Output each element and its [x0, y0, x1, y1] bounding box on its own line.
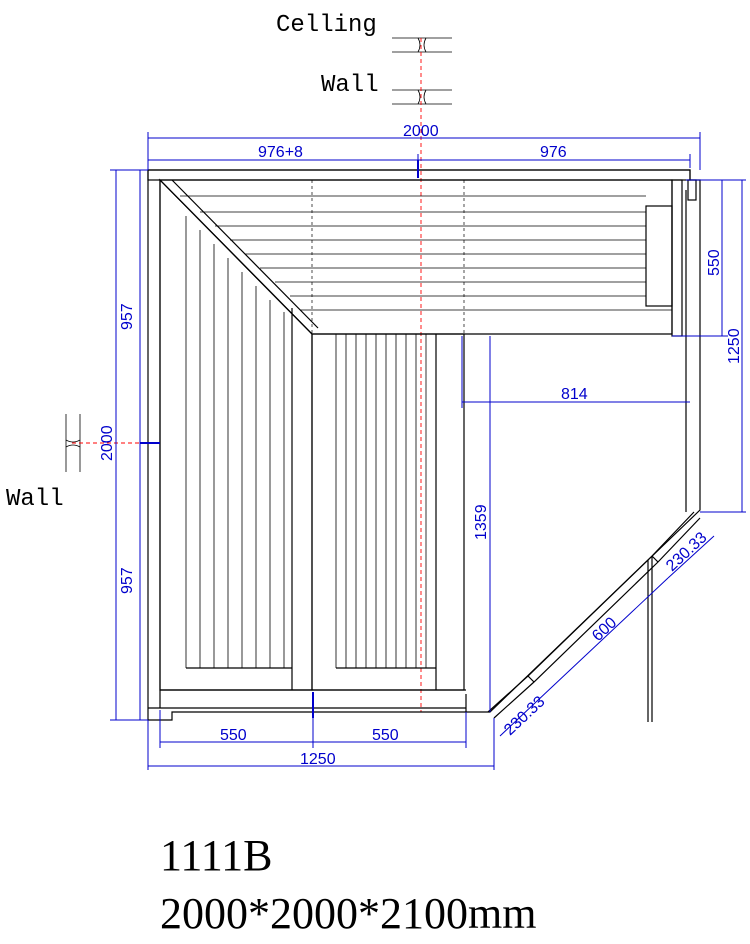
dim-top-right: 976	[540, 144, 567, 161]
dim-inner-height: 1359	[473, 504, 490, 540]
ceiling-symbol	[392, 37, 452, 105]
dim-inner-width: 814	[561, 386, 588, 403]
dim-left-total: 2000	[99, 425, 116, 461]
dim-bottom-left: 550	[220, 727, 247, 744]
dim-bottom-right: 550	[372, 727, 399, 744]
lower-bench	[311, 333, 465, 691]
dim-diag-middle: 600	[589, 614, 620, 645]
cabin-outline	[147, 169, 701, 722]
dim-left-lower: 957	[119, 567, 136, 594]
dim-diag-lower: 230.33	[501, 693, 548, 739]
dim-right-upper: 550	[706, 249, 723, 276]
dim-left-upper: 957	[119, 303, 136, 330]
wall-top-label: Wall	[321, 72, 379, 99]
dim-top-left: 976+8	[258, 144, 303, 161]
dim-bottom-total: 1250	[300, 751, 336, 768]
left-bench	[159, 178, 466, 691]
dimension-lines	[110, 132, 746, 770]
dim-right-total: 1250	[726, 328, 743, 364]
model-size: 2000*2000*2100mm	[160, 889, 537, 938]
wall-left-label: Wall	[6, 486, 64, 513]
dim-diag-upper: 230.33	[663, 529, 710, 575]
dim-top-total: 2000	[403, 123, 439, 140]
model-code: 1111B	[160, 831, 273, 880]
ceiling-label: Celling	[276, 12, 377, 39]
